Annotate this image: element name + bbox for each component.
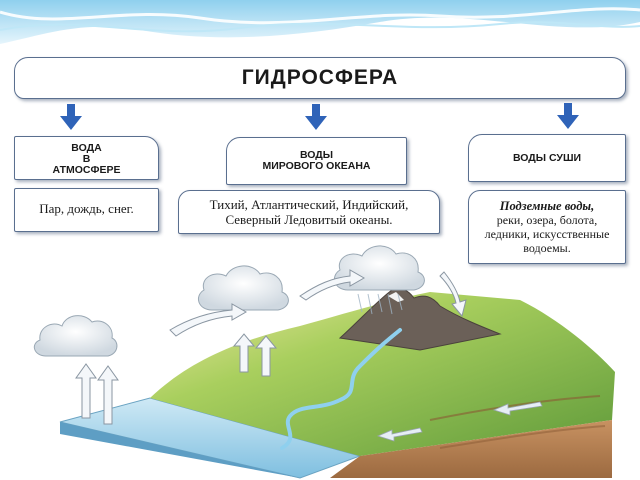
description-land-waters: Подземные воды, реки, озера, болота, лед… [468, 190, 626, 264]
description-line: Тихий, Атлантический, Индийский, [209, 197, 409, 212]
rain-icon [357, 293, 403, 315]
category-world-ocean: ВОДЫ МИРОВОГО ОКЕАНА [226, 137, 407, 185]
down-arrow-icon [557, 103, 579, 129]
groundwater-arrow-icon [376, 401, 543, 442]
down-arrow-icon [60, 104, 82, 130]
cloud-icon [333, 245, 425, 291]
category-atmosphere: ВОДА В АТМОСФЕРЕ [14, 136, 159, 180]
description-atmosphere: Пар, дождь, снег. [14, 188, 159, 232]
water-cycle-illustration [33, 245, 615, 479]
category-line: МИРОВОГО ОКЕАНА [262, 160, 371, 172]
evaporation-arrow-icon [75, 333, 278, 425]
description-line: ледники, искусственные [484, 227, 610, 241]
description-world-ocean: Тихий, Атлантический, Индийский, Северны… [178, 190, 440, 234]
description-heading: Подземные воды, [499, 199, 595, 213]
down-arrow-icon [305, 104, 327, 130]
cloud-icon [33, 315, 118, 357]
cloud-icon [197, 265, 289, 311]
precipitation-arrow-icon [439, 271, 467, 318]
category-line: В [82, 153, 91, 165]
category-line: АТМОСФЕРЕ [52, 164, 121, 176]
category-land-waters: ВОДЫ СУШИ [468, 134, 626, 182]
diagram-title: ГИДРОСФЕРА [241, 66, 399, 89]
cloud-movement-arrow-icon [169, 269, 366, 337]
wave-header-decoration [0, 0, 640, 44]
description-line: водоемы. [523, 241, 571, 255]
description-line: Северный Ледовитый океаны. [225, 212, 393, 227]
category-line: ВОДЫ [299, 149, 334, 161]
category-line: ВОДА [71, 142, 102, 154]
category-line: ВОДЫ СУШИ [512, 151, 582, 164]
title-box: ГИДРОСФЕРА [14, 57, 626, 99]
river-icon [280, 328, 402, 450]
description-line: реки, озера, болота, [496, 213, 598, 227]
description-line: Пар, дождь, снег. [39, 201, 134, 216]
